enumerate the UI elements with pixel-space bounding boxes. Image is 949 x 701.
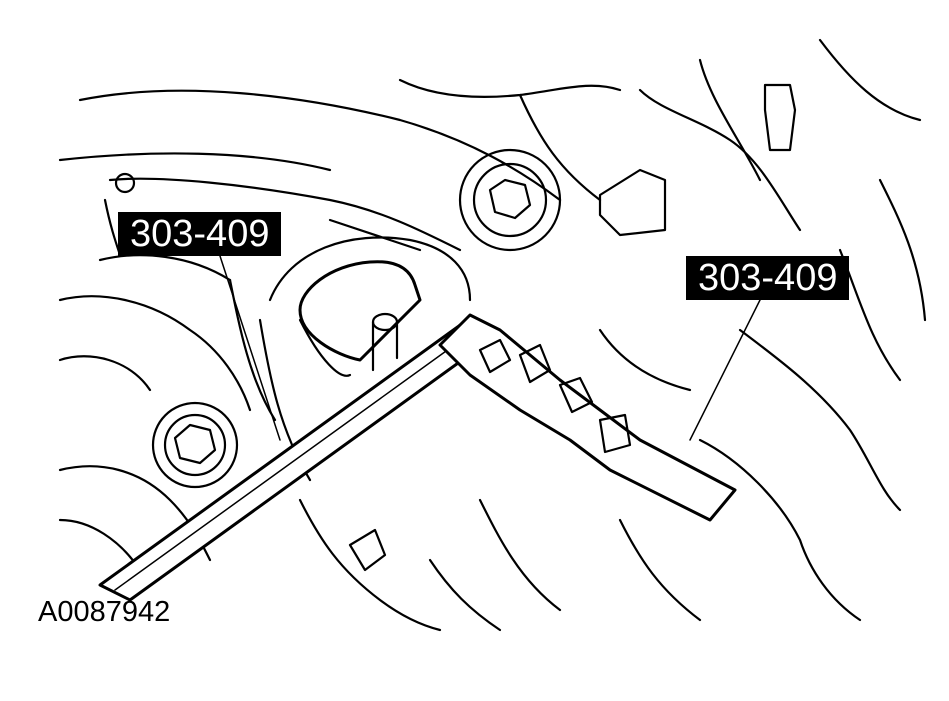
tool-callout-right: 303-409	[686, 256, 850, 300]
bolt-lower	[151, 401, 239, 489]
leader-lines	[219, 255, 761, 441]
hose-fitting	[348, 83, 797, 572]
bolt-upper	[458, 148, 562, 252]
tool-handle	[438, 313, 737, 522]
tool-callout-left: 303-409	[118, 212, 282, 256]
tool-bar	[98, 316, 492, 602]
figure-id: A0087942	[38, 596, 171, 628]
